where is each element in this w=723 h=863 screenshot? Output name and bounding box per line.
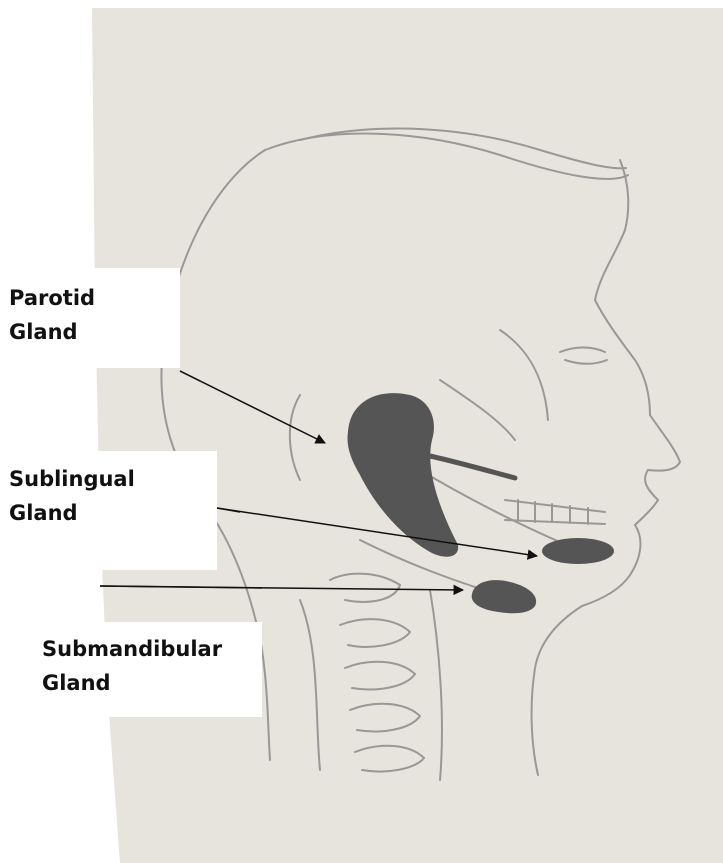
submandibular-label-line2: Gland	[42, 666, 222, 700]
parotid-label-line1: Parotid	[9, 281, 95, 315]
sublingual-label-line2: Gland	[9, 496, 135, 530]
sublingual-label-line1: Sublingual	[9, 462, 135, 496]
sublingual-gland-label: Sublingual Gland	[9, 462, 135, 530]
submandibular-gland-label: Submandibular Gland	[42, 632, 222, 700]
submandibular-label-line1: Submandibular	[42, 632, 222, 666]
parotid-gland-label: Parotid Gland	[9, 281, 95, 349]
parotid-label-line2: Gland	[9, 315, 95, 349]
sublingual-gland-shape	[542, 538, 614, 564]
